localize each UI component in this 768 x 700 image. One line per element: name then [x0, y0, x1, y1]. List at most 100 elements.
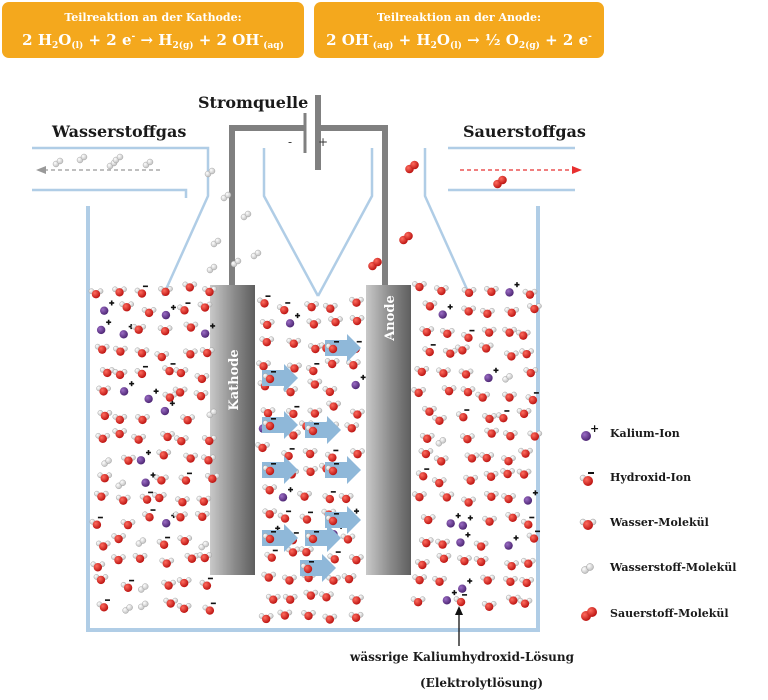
water-molecule — [197, 552, 213, 563]
svg-text:+: + — [590, 424, 599, 435]
water-molecule — [297, 490, 312, 501]
hydrogen-molecule — [204, 167, 216, 178]
water-molecule — [322, 386, 338, 397]
hydroxide-ion — [415, 468, 430, 481]
water-molecule — [501, 493, 516, 504]
potassium-ion-icon: + — [581, 424, 599, 441]
plus-pole-label: + — [318, 135, 328, 149]
water-molecule — [262, 484, 277, 495]
water-molecule — [412, 574, 427, 585]
cathode: Kathode — [210, 285, 255, 575]
water-molecule — [277, 609, 293, 620]
hydroxide-ion — [286, 405, 300, 419]
water-molecule — [194, 373, 210, 384]
water-molecule — [111, 554, 126, 565]
potassium-ion — [119, 381, 135, 396]
water-molecule — [484, 427, 499, 438]
water-molecule — [134, 347, 150, 358]
hydroxide-ion — [305, 531, 319, 544]
water-molecule — [328, 316, 343, 327]
water-molecule — [419, 537, 434, 548]
water-molecule — [349, 554, 364, 565]
water-molecule — [482, 413, 497, 424]
hydroxide-ion — [139, 491, 154, 504]
water-molecule — [97, 410, 113, 421]
water-molecule — [176, 577, 192, 588]
legend-label-water: Wasser-Molekül — [610, 516, 709, 529]
water-molecule — [349, 594, 364, 605]
water-molecule — [112, 428, 127, 439]
cathode-reaction-title: Teilreaktion an der Kathode: — [64, 11, 242, 24]
water-molecule — [154, 474, 169, 485]
water-molecule — [299, 546, 314, 557]
hydroxide-flow-arrow — [305, 416, 341, 444]
water-molecule — [523, 367, 539, 378]
water-molecule — [482, 515, 497, 526]
water-molecule — [183, 348, 198, 359]
anode-reaction-formula: 2 OH-(aq) + H2O(l) → ½ O2(g) + 2 e- — [326, 31, 592, 51]
hydroxide-ion — [178, 472, 192, 485]
water-molecule — [99, 367, 115, 378]
water-molecule — [319, 591, 334, 602]
hydrogen-molecule — [250, 249, 262, 260]
water-molecule — [433, 455, 449, 466]
water-molecule — [410, 596, 426, 607]
water-molecule — [340, 533, 356, 544]
hydroxide-ion — [327, 551, 341, 564]
water-molecule — [177, 535, 193, 546]
hydrogen-molecule — [206, 263, 218, 274]
cathode-reaction-box: Teilreaktion an der Kathode: 2 H2O(l) + … — [2, 2, 304, 58]
hydroxide-ion — [134, 285, 148, 298]
water-molecule — [199, 347, 215, 358]
water-molecule — [183, 452, 198, 463]
water-molecule — [159, 557, 175, 568]
water-molecule — [480, 574, 496, 585]
water-molecule — [95, 432, 111, 443]
water-molecule — [478, 342, 494, 353]
water-molecule — [346, 359, 361, 370]
hydrogen-molecule — [135, 537, 147, 547]
legend-item-potassium: + Kalium-Ion — [578, 424, 763, 444]
potassium-ion — [458, 515, 473, 530]
hydroxide-ion — [322, 491, 336, 504]
water-molecule — [119, 301, 134, 312]
hydroxide-ion — [162, 363, 176, 376]
solution-label: wässrige Kaliumhydroxid-Lösung — [350, 650, 574, 664]
oxygen-molecule — [368, 257, 382, 271]
hydroxide-ion — [325, 449, 339, 462]
water-molecule — [460, 433, 475, 444]
water-molecule — [475, 391, 490, 402]
water-molecule — [131, 323, 147, 334]
water-molecule — [196, 495, 212, 506]
hydroxide-ion — [453, 594, 468, 607]
water-molecule — [434, 285, 449, 296]
water-molecule — [112, 414, 128, 425]
potassium-ion — [458, 578, 473, 593]
water-molecule — [349, 296, 364, 307]
water-molecule — [431, 477, 447, 488]
hydroxide-ion — [277, 510, 292, 523]
water-molecule — [260, 407, 276, 418]
water-molecule — [480, 307, 495, 318]
water-molecule — [515, 329, 531, 340]
water-molecule — [152, 492, 167, 503]
water-molecule — [173, 511, 188, 522]
hydroxide-ion — [456, 409, 470, 422]
power-source: - + — [229, 95, 388, 285]
water-molecule — [455, 344, 470, 355]
water-molecule — [324, 358, 340, 369]
hydroxide-ion — [325, 513, 339, 526]
water-molecule — [111, 533, 126, 544]
potassium-ion — [351, 374, 366, 390]
hydroxide-flow-arrow — [262, 524, 298, 552]
oxygen-outflow-arrow — [460, 166, 582, 174]
cathode-reaction-formula: 2 H2O(l) + 2 e- → H2(g) + 2 OH-(aq) — [22, 31, 284, 51]
water-molecule — [419, 432, 435, 443]
water-molecule — [341, 573, 357, 584]
water-molecule — [176, 603, 192, 614]
water-molecule — [88, 288, 104, 299]
water-molecule — [432, 415, 447, 426]
anode-reaction-title: Teilreaktion an der Anode: — [376, 11, 542, 24]
water-molecule — [503, 430, 518, 441]
ion-flow-arrows — [262, 334, 361, 582]
